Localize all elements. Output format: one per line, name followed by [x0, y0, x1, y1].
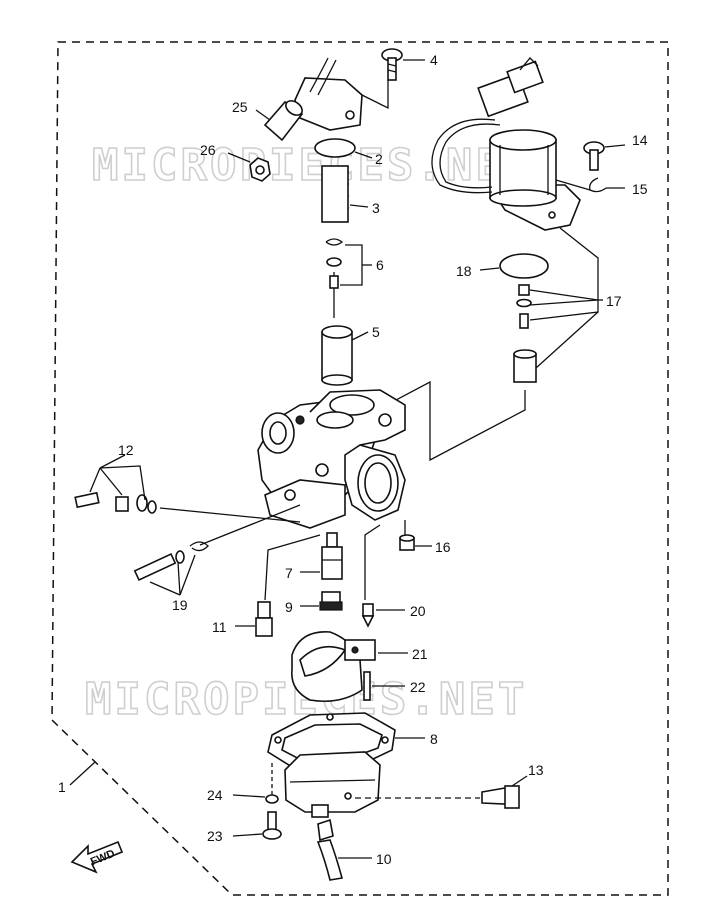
callout-25: 25 — [232, 99, 248, 115]
callout-12: 12 — [118, 442, 134, 458]
leader-12-body — [159, 507, 301, 523]
o-ring-part-2 — [314, 138, 356, 158]
leader-12 — [89, 454, 146, 501]
leader-19 — [149, 554, 196, 596]
callout-17: 17 — [606, 293, 622, 309]
needle-jet-part-7 — [321, 532, 343, 580]
wire-connector — [477, 57, 544, 118]
leader-2 — [354, 151, 373, 159]
drain-screw-part-13 — [481, 785, 520, 809]
callout-24: 24 — [207, 787, 223, 803]
leader-23 — [232, 833, 263, 837]
leader-25 — [255, 109, 271, 121]
screw-part-14 — [583, 141, 605, 171]
callout-18: 18 — [456, 263, 472, 279]
spring-part-3 — [321, 165, 350, 223]
pilot-jet-part-11 — [255, 601, 273, 637]
callout-21: 21 — [412, 646, 428, 662]
float-pin-part-22 — [363, 671, 371, 701]
leader-24 — [232, 794, 266, 798]
callout-26: 26 — [200, 142, 216, 158]
callout-8: 8 — [430, 731, 438, 747]
rubber-cap-part-25 — [263, 100, 304, 142]
choke-bracket-line — [559, 227, 599, 300]
callout-2: 2 — [375, 151, 383, 167]
choke-wire-2 — [439, 123, 501, 189]
callout-20: 20 — [410, 603, 426, 619]
auto-choke-part — [489, 129, 581, 231]
leader-11-up — [264, 534, 321, 601]
leader-18 — [479, 267, 500, 271]
callout-9: 9 — [285, 599, 293, 615]
needle-set-part-6 — [325, 238, 344, 318]
callout-4: 4 — [430, 52, 438, 68]
callout-23: 23 — [207, 828, 223, 844]
leader-3 — [349, 204, 369, 208]
top-cover-part — [294, 57, 363, 131]
piston-valve-part-5 — [321, 325, 353, 386]
choke-wire — [431, 118, 496, 194]
washer-part-24 — [265, 794, 279, 804]
callout-15: 15 — [632, 181, 648, 197]
plunger-set-part-17 — [513, 284, 537, 383]
callout-6: 6 — [376, 257, 384, 273]
leader-16-body — [364, 520, 406, 600]
callout-7: 7 — [285, 565, 293, 581]
leader-19-body — [199, 504, 301, 546]
leader-choke — [555, 179, 591, 191]
leader-17 — [529, 289, 599, 369]
leader-cover-screw — [361, 80, 389, 110]
leader-13 — [511, 775, 528, 787]
screw-part-4 — [381, 48, 403, 81]
nut-part-26 — [249, 157, 271, 182]
o-ring-part-18 — [499, 253, 549, 279]
carburetor-body-part — [257, 389, 406, 529]
fwd-arrow-icon: FWD — [70, 840, 124, 874]
clip-part-15 — [589, 177, 607, 193]
callout-13: 13 — [528, 762, 544, 778]
leader-1 — [69, 761, 96, 786]
callout-10: 10 — [376, 851, 392, 867]
callout-1: 1 — [58, 779, 66, 795]
main-jet-part-9 — [319, 591, 343, 611]
leader-6 — [340, 244, 363, 286]
screw-part-23 — [262, 811, 282, 840]
assembly-boundary — [51, 41, 669, 896]
watermark-top: MICROPIECES.NET — [92, 140, 534, 191]
callout-16: 16 — [435, 539, 451, 555]
callout-5: 5 — [372, 324, 380, 340]
throttle-screw-part-19 — [133, 541, 209, 582]
float-bowl-part — [284, 751, 381, 818]
fwd-label: FWD — [89, 848, 117, 869]
float-part-21 — [291, 631, 376, 703]
callout-22: 22 — [410, 679, 426, 695]
drain-hose-part-10 — [316, 818, 344, 881]
float-valve-part-20 — [361, 603, 375, 628]
leader-5 — [351, 331, 369, 341]
callout-11: 11 — [212, 619, 227, 635]
callout-14: 14 — [632, 132, 648, 148]
callout-3: 3 — [372, 200, 380, 216]
callout-19: 19 — [172, 597, 188, 613]
bolt-part-16 — [399, 534, 415, 551]
leader-14 — [604, 144, 626, 148]
choke-to-body-line — [361, 380, 526, 462]
air-screw-part-12 — [74, 491, 157, 514]
leader-26 — [227, 152, 251, 163]
